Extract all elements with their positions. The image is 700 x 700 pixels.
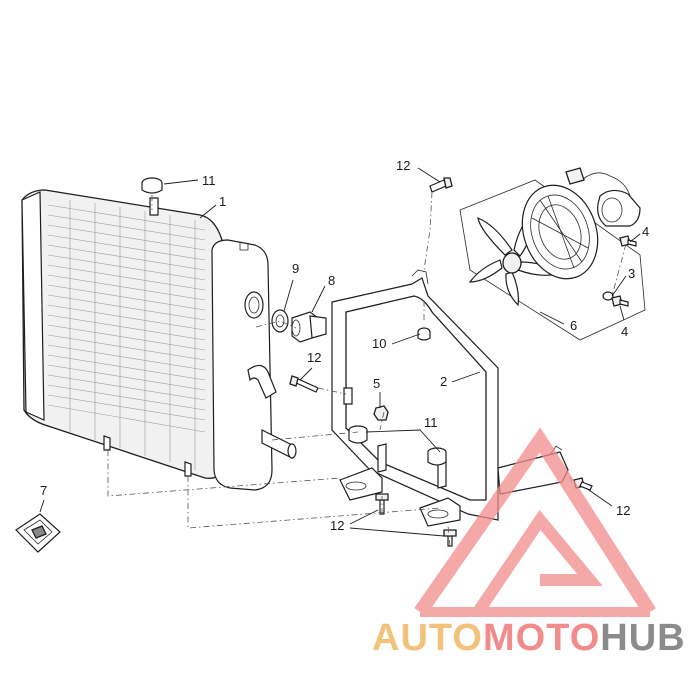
nut-10: [417, 327, 431, 341]
watermark-logo-icon: [414, 427, 656, 617]
callout-12-mid: 12: [307, 350, 321, 365]
watermark-auto: AUTO: [372, 617, 483, 659]
clip-7: [15, 513, 61, 553]
grommet-top: [141, 177, 163, 194]
leader-lines: [39, 167, 641, 537]
grommet-bracket-left: [348, 425, 368, 444]
washer-3: [602, 291, 614, 301]
bolt-bottom-right: [443, 529, 457, 547]
callout-6: 6: [570, 318, 577, 333]
callout-7: 7: [40, 483, 47, 498]
callout-8: 8: [328, 273, 335, 288]
callout-1: 1: [219, 194, 226, 209]
bolt-top: [429, 177, 453, 193]
callout-12-bottom: 12: [330, 518, 344, 533]
screw-upper: [619, 235, 637, 247]
callout-labels: 11 1 12 9 8 12 10 5 2 11 4 3 4 6 7 12 12: [40, 158, 649, 533]
watermark: AUTOMOTOHUB: [372, 427, 686, 659]
callout-12-right: 12: [616, 503, 630, 518]
fan-shroud: [521, 184, 599, 280]
callout-9: 9: [292, 261, 299, 276]
watermark-moto: MOTO: [483, 617, 600, 659]
nut-5: [373, 405, 389, 421]
callout-11-bracket: 11: [424, 415, 438, 430]
fan-motor: [597, 189, 641, 227]
callout-4-top: 4: [642, 224, 649, 239]
callout-12-top: 12: [396, 158, 410, 173]
callout-10: 10: [372, 336, 386, 351]
callout-2: 2: [440, 374, 447, 389]
thermo-switch: [291, 311, 327, 343]
radiator: [21, 189, 297, 491]
washer: [271, 309, 289, 333]
bolt-right: [573, 477, 593, 491]
watermark-text: AUTOMOTOHUB: [372, 617, 686, 659]
assembly-lines: [107, 191, 627, 547]
callout-5: 5: [373, 376, 380, 391]
bolt-radiator: [289, 375, 319, 393]
fan-assembly: [459, 167, 646, 341]
screw-lower: [611, 295, 629, 307]
support-bracket: [331, 269, 569, 527]
callout-4-bottom: 4: [621, 324, 628, 339]
watermark-hub: HUB: [600, 617, 685, 659]
callout-11-top: 11: [202, 173, 216, 188]
callout-3: 3: [628, 266, 635, 281]
grommet-bracket-right: [427, 447, 447, 466]
